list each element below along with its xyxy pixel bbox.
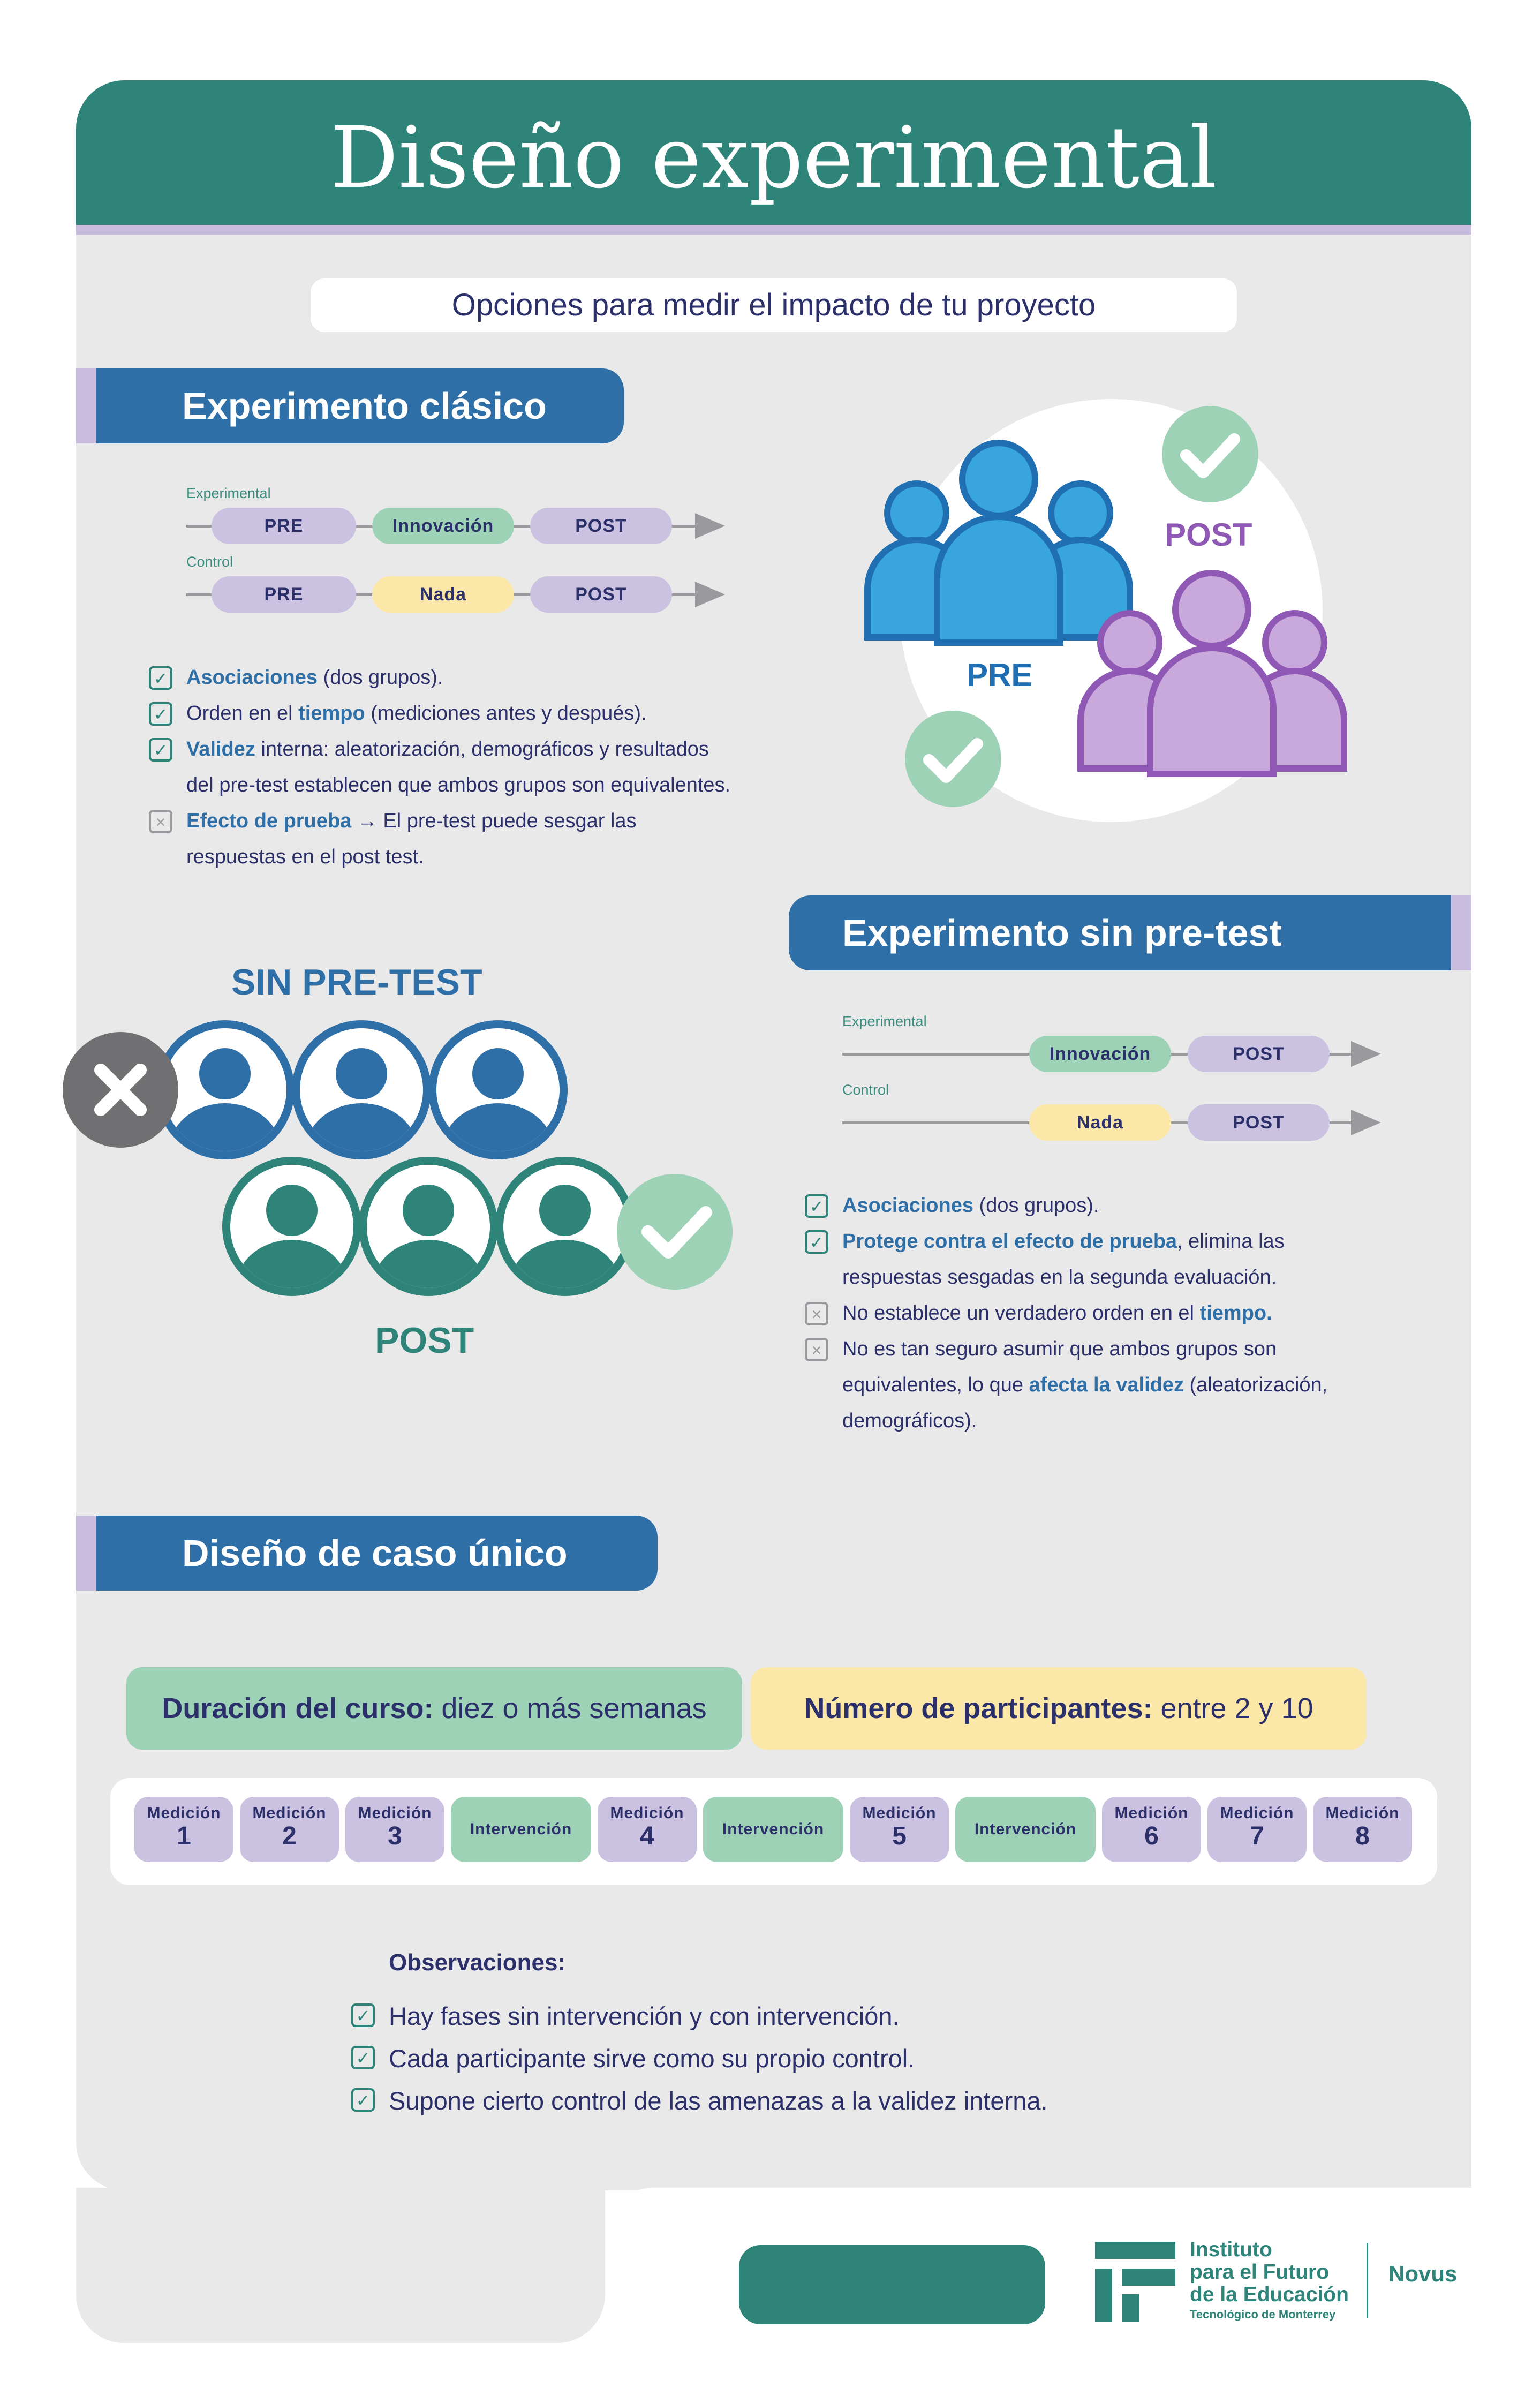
list-item: ✓Asociaciones (dos grupos).: [805, 1188, 1421, 1224]
pill-nada: Nada: [1029, 1104, 1171, 1141]
cross-box-icon: ×: [805, 1302, 828, 1325]
check-box-icon: ✓: [351, 2088, 375, 2112]
check-circle-icon: [617, 1174, 733, 1290]
page-subtitle: Opciones para medir el impacto de tu pro…: [311, 278, 1237, 332]
check-box-icon: ✓: [351, 2003, 375, 2027]
pill-post: POST: [530, 576, 672, 613]
section-heading-single-case: Diseño de caso único: [96, 1516, 658, 1591]
section-heading-no-pretest: Experimento sin pre-test: [789, 895, 1451, 970]
duration-box: Duración del curso: diez o más semanas: [126, 1667, 742, 1750]
post-group-icon: [1077, 570, 1347, 777]
observations-title: Observaciones:: [389, 1949, 566, 1976]
user-circle-icon: [428, 1020, 568, 1159]
footer-button[interactable]: [739, 2245, 1045, 2324]
pill-pre: PRE: [212, 576, 356, 613]
footer-card-tab: [76, 2188, 605, 2343]
cross-circle-icon: [63, 1032, 178, 1148]
footer-divider: [1367, 2243, 1368, 2318]
user-circle-icon: [292, 1020, 431, 1159]
header-bar: [76, 80, 1471, 225]
list-item: ×Efecto de prueba → El pre-test puede se…: [149, 803, 818, 839]
experimental-label: Experimental: [842, 1013, 927, 1029]
list-item: del pre-test establecen que ambos grupos…: [186, 774, 731, 796]
experimental-label: Experimental: [186, 485, 271, 501]
list-item: ✓Asociaciones (dos grupos).: [149, 660, 818, 696]
pill-post: POST: [530, 508, 672, 544]
pill-post: POST: [1188, 1104, 1330, 1141]
header-stripe: [76, 225, 1471, 235]
list-item: ×No es tan seguro asumir que ambos grupo…: [805, 1331, 1421, 1367]
check-circle-icon: [905, 711, 1001, 807]
user-circle-icon: [155, 1020, 295, 1159]
section-tab: [76, 1516, 96, 1591]
check-box-icon: ✓: [149, 666, 172, 690]
intervention-2: Intervención: [703, 1797, 843, 1862]
list-item: ✓Protege contra el efecto de prueba, eli…: [805, 1224, 1421, 1260]
control-label: Control: [186, 554, 233, 570]
no-pretest-list: ✓Asociaciones (dos grupos). ✓Protege con…: [805, 1188, 1421, 1439]
sin-pretest-label: SIN PRE-TEST: [231, 962, 482, 1003]
check-box-icon: ✓: [149, 702, 172, 726]
pre-group-icon: [864, 440, 1133, 646]
list-item: respuestas sesgadas en la segunda evalua…: [842, 1266, 1277, 1289]
page-title: Diseño experimental: [330, 109, 1217, 207]
arrow-right-icon: [1351, 1041, 1381, 1067]
check-box-icon: ✓: [805, 1230, 828, 1254]
cross-box-icon: ×: [805, 1338, 828, 1361]
classic-list: ✓Asociaciones (dos grupos). ✓Orden en el…: [149, 660, 818, 875]
list-item: ✓Cada participante sirve como su propio …: [351, 2037, 1154, 2080]
pre-label: PRE: [967, 657, 1033, 693]
intervention-1: Intervención: [451, 1797, 591, 1862]
list-item: respuestas en el post test.: [186, 846, 424, 868]
check-box-icon: ✓: [805, 1194, 828, 1218]
list-item: equivalentes, lo que afecta la validez (…: [842, 1374, 1328, 1396]
section-tab: [76, 368, 96, 443]
arrow-right-icon: [695, 582, 725, 607]
check-circle-icon: [1162, 406, 1258, 502]
arrow-right-icon: [1351, 1110, 1381, 1135]
arrow-right-icon: [695, 513, 725, 539]
user-circle-icon: [222, 1157, 361, 1296]
observations-list: ✓Hay fases sin intervención y con interv…: [351, 1995, 1154, 2122]
pill-innovacion: Innovación: [372, 508, 514, 544]
sin-pretest-illustration: [63, 1020, 733, 1296]
section-heading-classic: Experimento clásico: [96, 368, 624, 443]
pill-nada: Nada: [372, 576, 514, 613]
intervention-3: Intervención: [955, 1797, 1096, 1862]
post-label: POST: [1165, 517, 1252, 553]
list-item: demográficos).: [842, 1410, 977, 1432]
participants-box: Número de participantes: entre 2 y 10: [751, 1667, 1367, 1750]
list-item: ×No establece un verdadero orden en el t…: [805, 1295, 1421, 1331]
check-box-icon: ✓: [351, 2046, 375, 2069]
user-circle-icon: [495, 1157, 635, 1296]
list-item: ✓Orden en el tiempo (mediciones antes y …: [149, 696, 818, 732]
institute-name: Instituto para el Futuro de la Educación…: [1190, 2238, 1349, 2322]
list-item: ✓Validez interna: aleatorización, demogr…: [149, 732, 818, 767]
user-circle-icon: [359, 1157, 498, 1296]
list-item: ✓Supone cierto control de las amenazas a…: [351, 2080, 1154, 2122]
control-label: Control: [842, 1082, 889, 1098]
pill-post: POST: [1188, 1036, 1330, 1072]
pill-pre: PRE: [212, 508, 356, 544]
post-label: POST: [375, 1320, 474, 1361]
cross-box-icon: ×: [149, 810, 172, 833]
pre-post-illustration: [864, 399, 1347, 822]
institute-logo-icon: [1095, 2242, 1175, 2322]
partner-name: Novus: [1388, 2261, 1458, 2286]
pill-innovacion: Innovación: [1029, 1036, 1171, 1072]
list-item: ✓Hay fases sin intervención y con interv…: [351, 1995, 1154, 2037]
check-box-icon: ✓: [149, 738, 172, 762]
section-tab: [1451, 895, 1471, 970]
